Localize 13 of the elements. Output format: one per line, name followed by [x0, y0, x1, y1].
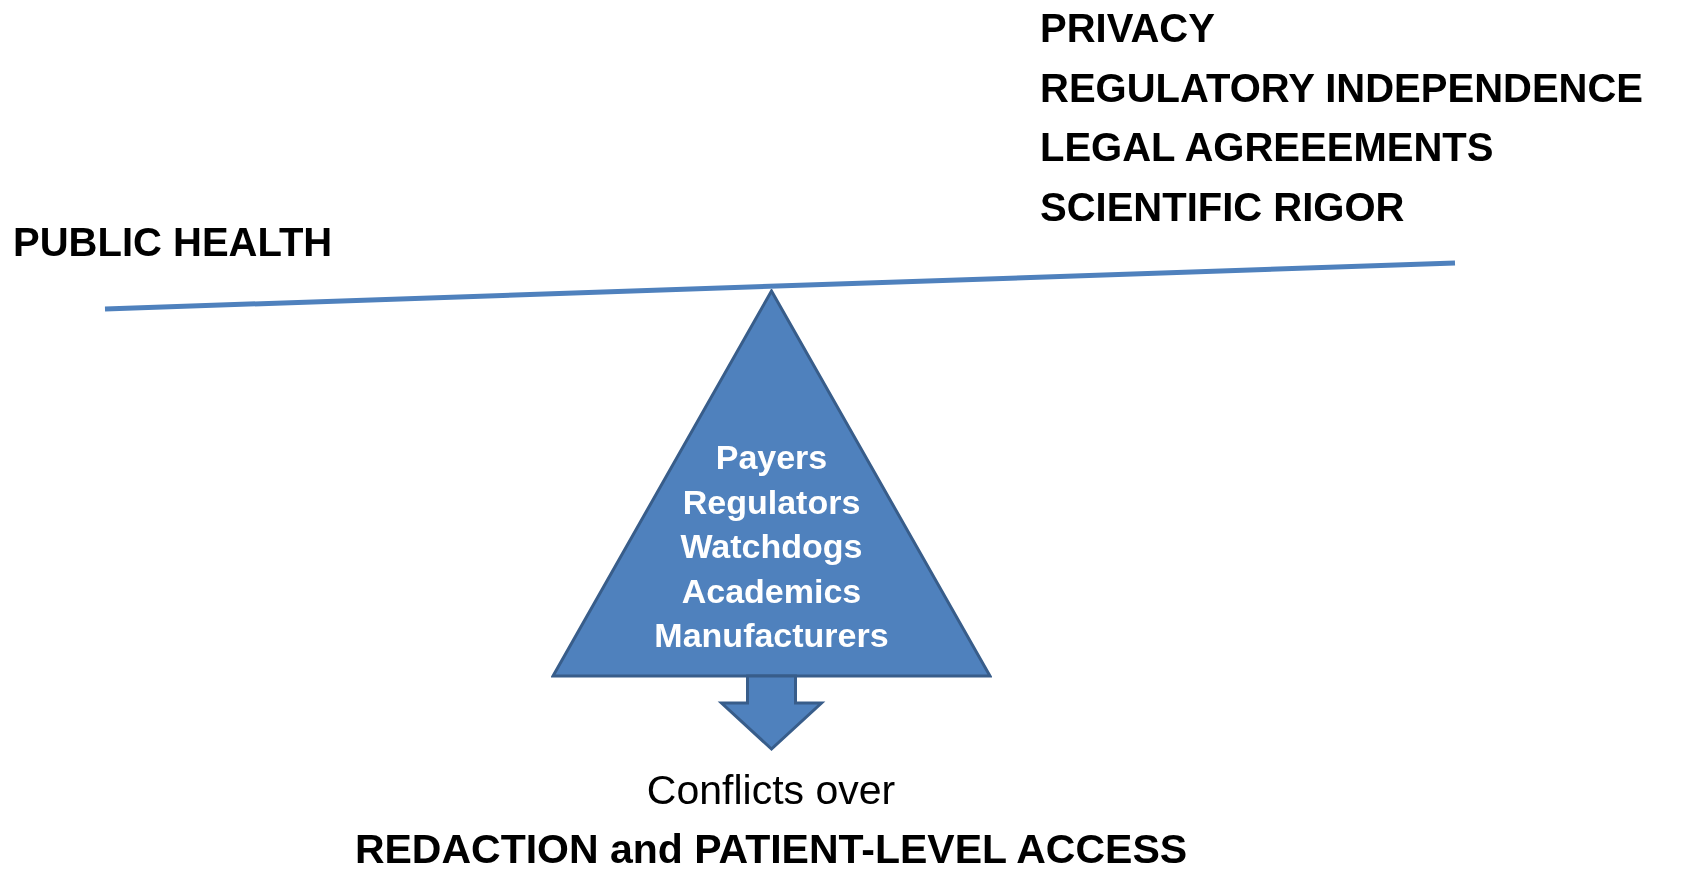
outcome-heading: REDACTION and PATIENT-LEVEL ACCESS [354, 827, 1188, 873]
weight-label: LEGAL AGREEEMENTS [1040, 127, 1494, 167]
weight-label: PUBLIC HEALTH [13, 222, 333, 262]
weight-label: REGULATORY INDEPENDENCE [1040, 68, 1644, 108]
stakeholder-text: Regulators [682, 481, 861, 523]
stakeholder-text: Watchdogs [680, 526, 863, 567]
stakeholder-text: Manufacturers [654, 615, 889, 656]
stakeholder-text: Payers [715, 437, 828, 478]
weight-label: PRIVACY [1040, 8, 1215, 48]
weight-label: SCIENTIFIC RIGOR [1040, 187, 1405, 227]
block-arrow [717, 674, 826, 752]
subtitle-text: Conflicts over [646, 768, 896, 814]
stakeholder-text: Academics [681, 570, 862, 612]
